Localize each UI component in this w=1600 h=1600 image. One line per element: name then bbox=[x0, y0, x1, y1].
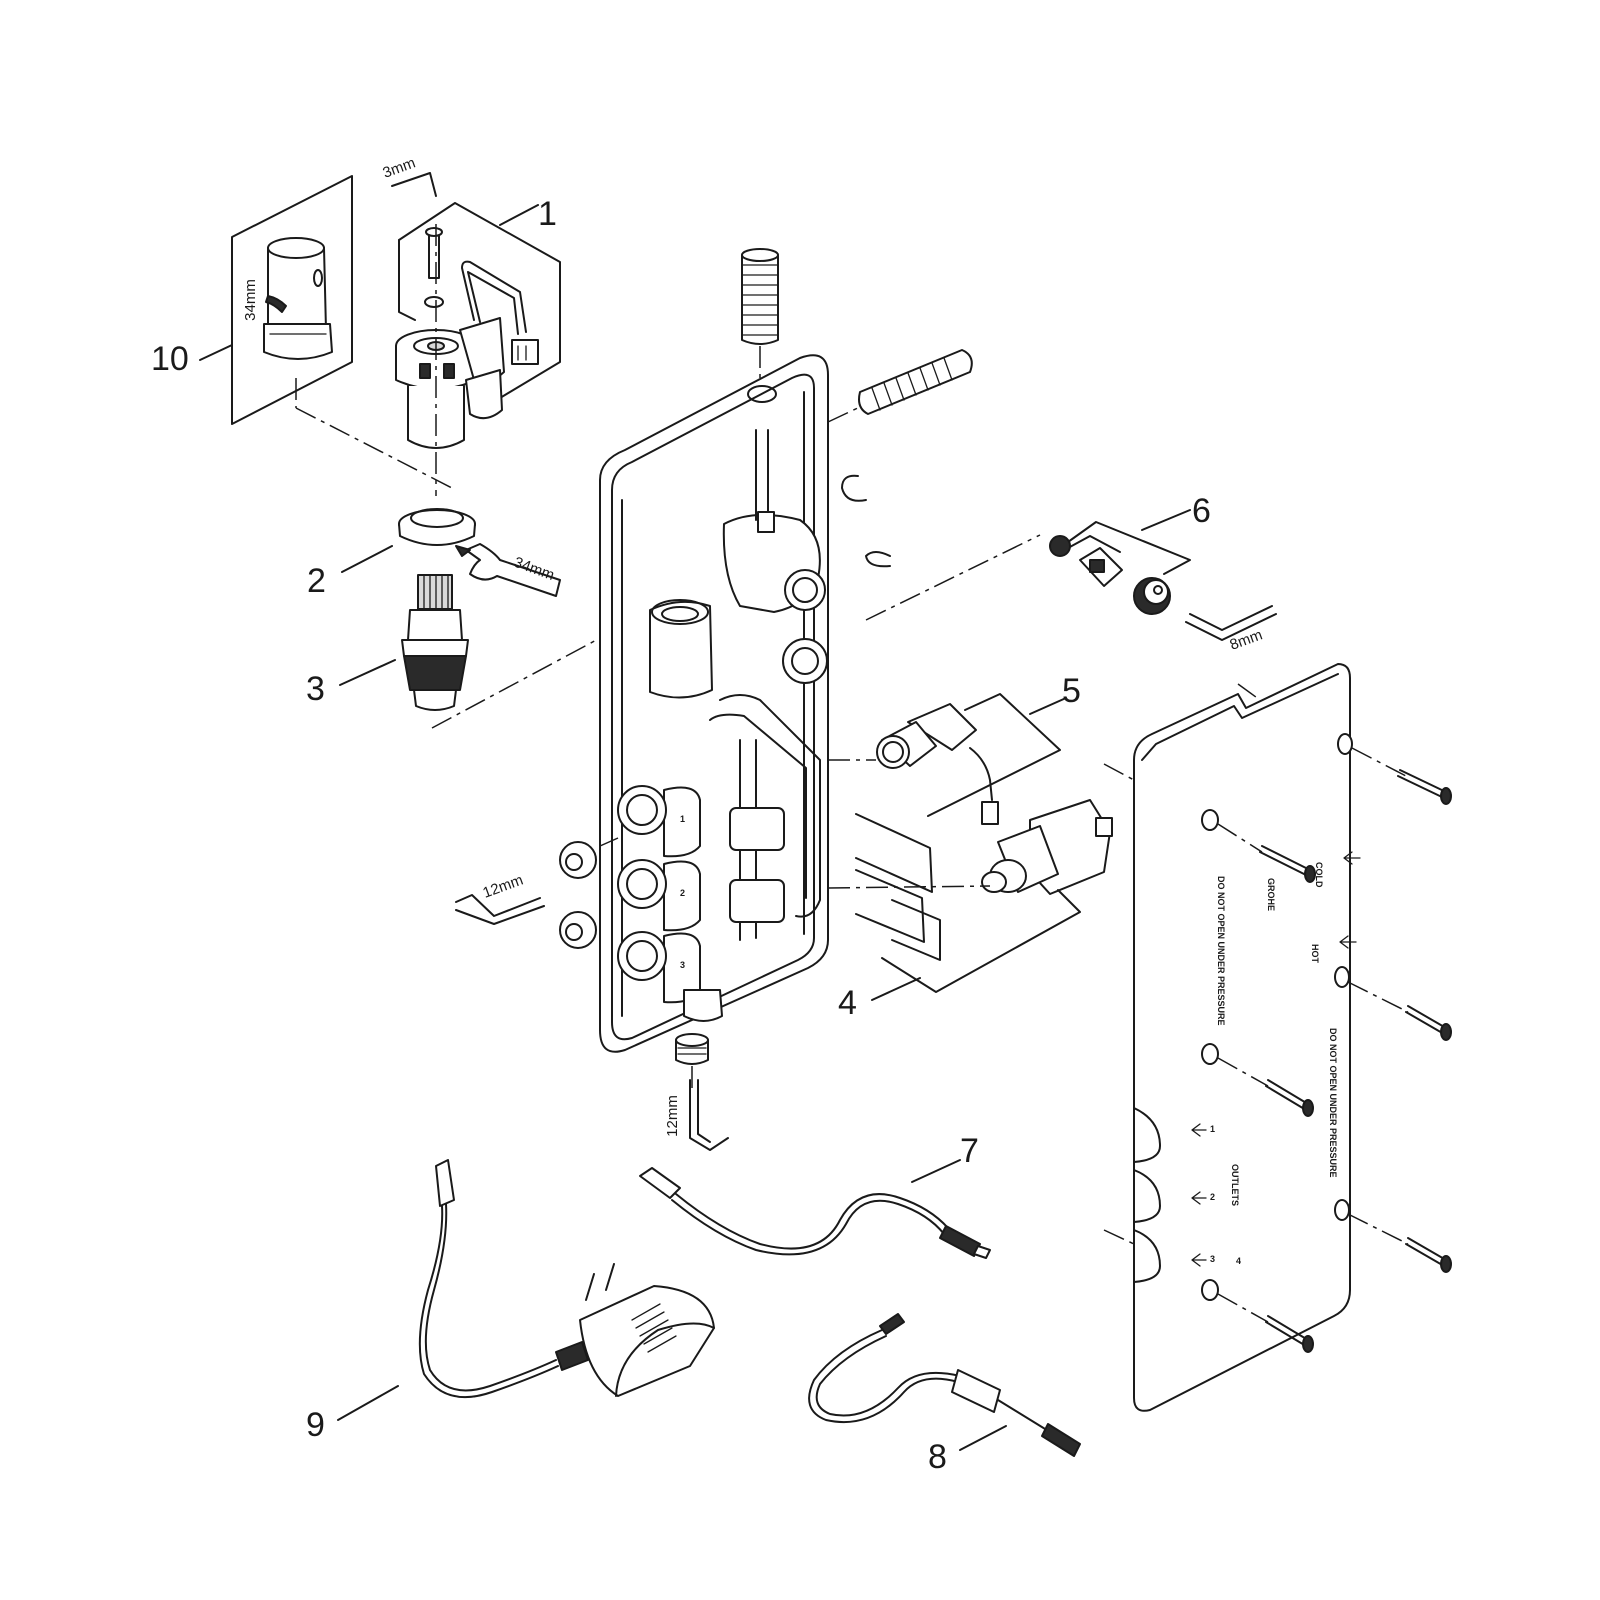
axis-line-4 bbox=[827, 885, 991, 889]
leader-line-4 bbox=[871, 977, 921, 1001]
axis-line-plate-3 bbox=[1237, 683, 1261, 701]
callout-7: 7 bbox=[960, 1132, 979, 1170]
axis-line-plate-2 bbox=[1103, 1229, 1135, 1245]
callout-6: 6 bbox=[1192, 492, 1211, 530]
marking-outlet-4: 4 bbox=[1236, 1256, 1241, 1266]
outlet-port-3: 3 bbox=[617, 931, 701, 1004]
dimension-8mm-key: 8mm bbox=[1228, 626, 1265, 653]
part-10-socket-tube: 34mm bbox=[231, 175, 353, 425]
part-5-temperature-sensor bbox=[876, 693, 1061, 825]
outlet-port-1: 1 bbox=[617, 785, 701, 858]
marking-brand: GROHE bbox=[1266, 878, 1276, 911]
callout-5: 5 bbox=[1062, 672, 1081, 710]
part-2-union-nut: 34mm bbox=[398, 508, 561, 597]
marking-outlet-2: 2 bbox=[1210, 1192, 1215, 1202]
cover-plate: COLD HOT GROHE DO NOT OPEN UNDER PRESSUR… bbox=[1133, 663, 1361, 1412]
callout-2: 2 bbox=[307, 562, 326, 600]
retaining-clip-1 bbox=[841, 474, 867, 502]
marking-cold: COLD bbox=[1314, 862, 1324, 888]
part-8-sensor-cable bbox=[808, 1313, 1081, 1457]
marking-outlets: OUTLETS bbox=[1230, 1164, 1240, 1206]
key-12mm-bottom: 12mm bbox=[664, 1079, 729, 1151]
callout-1: 1 bbox=[538, 195, 557, 233]
axis-line-6 bbox=[865, 534, 1041, 621]
marking-outlet-3: 3 bbox=[1210, 1254, 1215, 1264]
leader-line-1 bbox=[499, 204, 539, 226]
leader-line-10 bbox=[199, 344, 233, 361]
callout-9: 9 bbox=[306, 1406, 325, 1444]
leader-line-6 bbox=[1141, 509, 1191, 531]
port-number-1: 1 bbox=[680, 814, 685, 824]
part-9-power-supply bbox=[418, 1159, 715, 1399]
axis-line-side-hose bbox=[827, 405, 863, 423]
leader-line-7 bbox=[911, 1159, 961, 1183]
leader-line-8 bbox=[959, 1425, 1007, 1451]
leader-line-2 bbox=[341, 545, 393, 573]
port-number-2: 2 bbox=[680, 888, 685, 898]
port-number-3: 3 bbox=[680, 960, 685, 970]
part-1-control-module: 3mm bbox=[381, 154, 561, 449]
part-7-extension-cable bbox=[639, 1167, 991, 1259]
dimension-12mm-bottom: 12mm bbox=[664, 1095, 681, 1137]
leader-bracket-4 bbox=[881, 889, 1081, 993]
cover-screws bbox=[1217, 747, 1452, 1353]
axis-line-plate-1 bbox=[1103, 763, 1135, 781]
part-3-thermostatic-cartridge bbox=[401, 574, 469, 711]
dimension-3mm-key: 3mm bbox=[381, 154, 418, 181]
hose-side bbox=[858, 349, 973, 415]
leader-line-5 bbox=[1029, 697, 1067, 715]
marking-outlet-1: 1 bbox=[1210, 1124, 1215, 1134]
marking-warning-2: DO NOT OPEN UNDER PRESSURE bbox=[1328, 1028, 1338, 1178]
retaining-clip-2 bbox=[865, 551, 891, 568]
callout-8: 8 bbox=[928, 1438, 947, 1476]
vent-slots bbox=[631, 1303, 677, 1353]
callout-4: 4 bbox=[838, 984, 857, 1022]
part-4-solenoid-valve bbox=[855, 799, 1113, 961]
dimension-34mm-tube: 34mm bbox=[242, 279, 259, 321]
bottom-nipple bbox=[675, 1033, 709, 1065]
outlet-port-2: 2 bbox=[617, 859, 701, 932]
dimension-12mm-left: 12mm bbox=[481, 872, 526, 902]
plug-set-left: 12mm bbox=[455, 841, 597, 949]
leader-line-9 bbox=[337, 1385, 399, 1421]
marking-warning-1: DO NOT OPEN UNDER PRESSURE bbox=[1216, 876, 1226, 1026]
callout-3: 3 bbox=[306, 670, 325, 708]
main-valve-body: 1 2 3 bbox=[599, 248, 973, 1053]
axis-line-10b bbox=[295, 407, 453, 489]
part-6-check-valve-set: 8mm bbox=[1049, 521, 1277, 654]
leader-line-3 bbox=[339, 659, 396, 686]
callout-10: 10 bbox=[151, 340, 189, 378]
marking-hot: HOT bbox=[1310, 944, 1320, 964]
hose-top bbox=[741, 248, 779, 345]
axis-line-plug bbox=[599, 837, 619, 847]
